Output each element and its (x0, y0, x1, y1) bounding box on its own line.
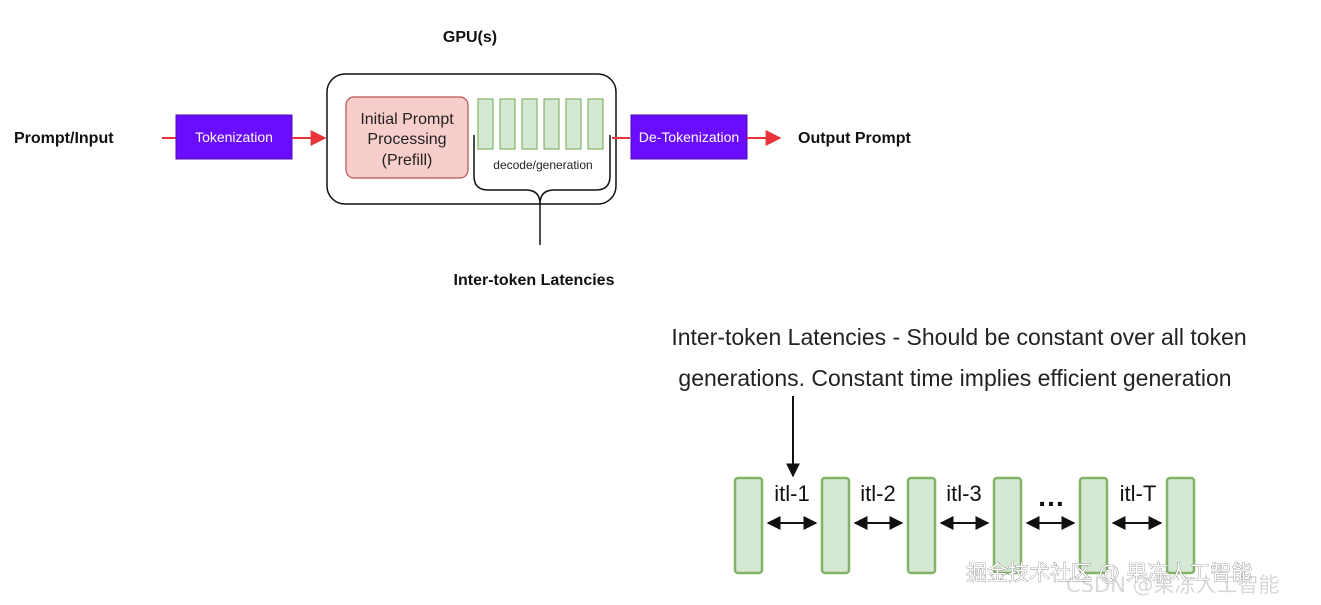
prefill-line-3: (Prefill) (382, 152, 433, 169)
prompt-input-label: Prompt/Input (14, 130, 114, 147)
output-prompt-label: Output Prompt (798, 130, 912, 147)
token-bar (906, 476, 937, 575)
tokenization-label: Tokenization (195, 129, 273, 145)
watermark-main: 掘金技术社区 @ 果冻人工智能 (966, 561, 1252, 585)
description-line-1: Inter-token Latencies - Should be consta… (671, 324, 1246, 350)
itl-1-label: itl-1 (774, 481, 809, 506)
de-tokenization-box (630, 114, 748, 160)
decode-block (565, 98, 582, 150)
token-bar (733, 476, 764, 575)
decode-block (499, 98, 516, 150)
decode-block (477, 98, 494, 150)
inter-token-latencies-label: Inter-token Latencies (454, 272, 615, 289)
token-bar (1078, 476, 1109, 575)
token-bar (1165, 476, 1196, 575)
de-tokenization-label: De-Tokenization (639, 129, 739, 145)
prefill-box (345, 96, 469, 179)
description-line-2: generations. Constant time implies effic… (678, 365, 1231, 391)
itl-2-label: itl-2 (860, 481, 895, 506)
watermark-faint: CSDN @果冻人工智能 (1066, 573, 1280, 597)
prefill-line-2: Processing (367, 131, 446, 148)
decode-generation-label: decode/generation (493, 158, 592, 172)
token-bar (992, 476, 1023, 575)
decode-blocks (477, 98, 604, 150)
gpu-label: GPU(s) (443, 29, 497, 46)
token-bar (820, 476, 851, 575)
itl-t-label: itl-T (1120, 481, 1157, 506)
decode-block (543, 98, 560, 150)
itl-3-label: itl-3 (946, 481, 981, 506)
prefill-line-1: Initial Prompt (360, 111, 454, 128)
decode-block (521, 98, 538, 150)
decode-block (587, 98, 604, 150)
ellipsis-label: … (1037, 481, 1065, 512)
